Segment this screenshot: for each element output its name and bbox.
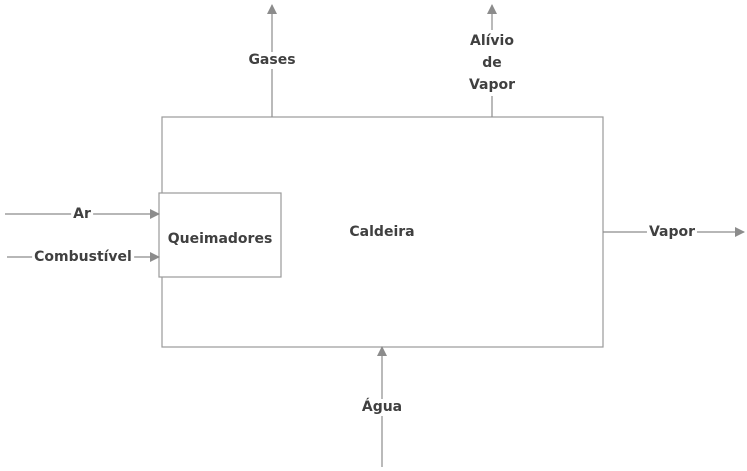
boiler-label: Caldeira [349,224,415,240]
water-label: Água [359,399,405,416]
steam-relief-label: Alívio de Vapor [466,30,518,96]
gases-label: Gases [246,52,298,69]
steam-relief-line-2: de [482,55,502,71]
air-label: Ar [71,206,93,223]
steam-label: Vapor [646,224,698,241]
fuel-label: Combustível [32,249,134,266]
burners-label: Queimadores [167,231,273,247]
burners-box [158,192,282,278]
steam-relief-line-3: Vapor [468,77,516,93]
steam-relief-line-1: Alívio [470,33,514,49]
